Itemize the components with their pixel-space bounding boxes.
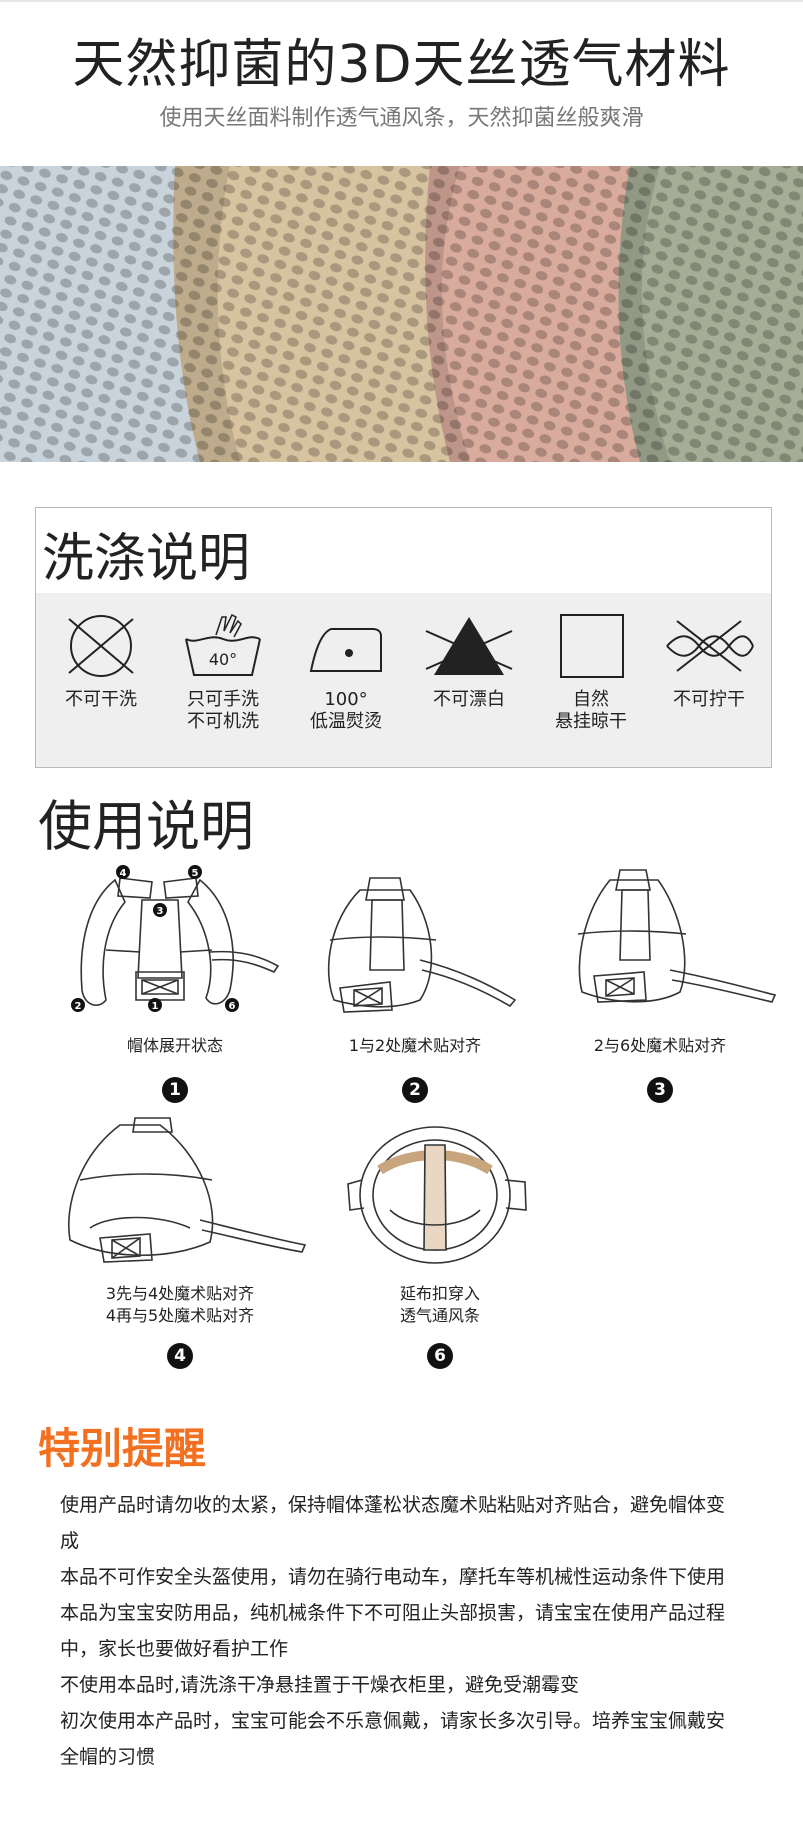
hang-dry-icon (560, 614, 624, 678)
wash-label: 不可漂白 (433, 689, 505, 710)
usage-title: 使用说明 (38, 795, 254, 858)
helmet-unfolded-illustration: 4 5 3 2 1 6 (71, 865, 280, 1012)
usage-step-4: 3先与4处魔术贴对齐 4再与5处魔术贴对齐 4 (50, 1110, 310, 1369)
fabric-photo (0, 166, 803, 462)
washing-icons-row: 不可干洗 40° 只可手洗 不可机洗 100° 低温熨烫 (36, 593, 771, 767)
fabric-mesh-image (0, 166, 803, 462)
page-subtitle: 使用天丝面料制作透气通风条，天然抑菌丝般爽滑 (159, 106, 644, 131)
usage-step-3: 2与6处魔术贴对齐 3 (540, 860, 780, 1103)
usage-step-2: 1与2处魔术贴对齐 2 (300, 860, 530, 1103)
wash-item-iron: 100° 低温熨烫 (291, 611, 401, 733)
step-number: 3 (647, 1077, 673, 1103)
tips-line: 使用产品时请勿收的太紧，保持帽体蓬松状态魔术贴粘贴对齐贴合，避免帽体变成 (60, 1494, 726, 1552)
step-number: 4 (167, 1343, 193, 1369)
wash-item-hand-wash: 40° 只可手洗 不可机洗 (168, 611, 278, 733)
wash-temp: 40° (209, 650, 237, 669)
step-caption: 1与2处魔术贴对齐 (348, 1036, 482, 1055)
tips-title: 特别提醒 (38, 1424, 207, 1473)
page-title: 天然抑菌的3D天丝透气材料 (72, 35, 731, 95)
step-caption: 3先与4处魔术贴对齐 4再与5处魔术贴对齐 (105, 1284, 255, 1325)
helmet-step-4-illustration (68, 1117, 307, 1263)
step-caption: 延布扣穿入 透气通风条 (399, 1284, 480, 1325)
usage-step-1: 4 5 3 2 1 6 帽体展开状态 1 (60, 860, 290, 1103)
wash-label: 不可拧干 (673, 689, 745, 710)
tips-line: 本品为宝宝安防用品，纯机械条件下不可阻止头部损害，请宝宝在使用产品过程中，家长也… (60, 1602, 726, 1660)
step-marker: 5 (192, 868, 199, 879)
washing-header: 洗涤说明 (36, 508, 771, 593)
wash-item-no-wring: 不可拧干 (654, 611, 764, 711)
step-caption: 帽体展开状态 (126, 1036, 223, 1055)
no-bleach-icon (425, 617, 513, 675)
step-caption: 2与6处魔术贴对齐 (593, 1036, 727, 1055)
iron-low-icon (309, 628, 382, 672)
helmet-step-6-illustration (347, 1126, 527, 1264)
wash-item-hang-dry: 自然 悬挂晾干 (536, 611, 646, 733)
wash-item-no-dry-clean: 不可干洗 (46, 611, 156, 711)
tips-list: 使用产品时请勿收的太紧，保持帽体蓬松状态魔术贴粘贴对齐贴合，避免帽体变成 本品不… (60, 1487, 740, 1775)
step-marker: 2 (75, 1001, 82, 1012)
washing-title: 洗涤说明 (42, 529, 251, 589)
usage-step-6: 延布扣穿入 透气通风条 6 (340, 1110, 540, 1369)
no-dry-clean-icon (68, 615, 134, 677)
step-marker: 1 (152, 1001, 159, 1012)
wash-label: 100° 低温熨烫 (310, 689, 382, 732)
wash-label: 不可干洗 (65, 689, 137, 710)
wash-label: 自然 悬挂晾干 (555, 689, 627, 732)
tips-line: 不使用本品时,请洗涤干净悬挂置于干燥衣柜里，避免受潮霉变 (60, 1674, 580, 1696)
tips-line: 本品不可作安全头盔使用，请勿在骑行电动车，摩托车等机械性运动条件下使用 (60, 1566, 726, 1588)
wash-item-no-bleach: 不可漂白 (414, 611, 524, 711)
step-number: 2 (402, 1077, 428, 1103)
helmet-step-2-illustration (327, 877, 517, 1013)
hand-wash-40-icon: 40° (185, 613, 261, 676)
step-number: 1 (162, 1077, 188, 1103)
step-marker: 4 (120, 868, 127, 879)
tips-line: 初次使用本产品时，宝宝可能会不乐意佩戴，请家长多次引导。培养宝宝佩戴安全帽的习惯 (60, 1710, 726, 1768)
step-marker: 3 (157, 906, 164, 917)
helmet-step-3-illustration (577, 869, 777, 1003)
washing-section: 洗涤说明 不可干洗 40° 只可手洗 不可机洗 10 (35, 507, 772, 768)
wash-label: 只可手洗 不可机洗 (187, 689, 259, 732)
step-marker: 6 (229, 1001, 236, 1012)
no-wring-icon (666, 620, 754, 672)
top-divider (0, 0, 803, 2)
step-number: 6 (427, 1343, 453, 1369)
